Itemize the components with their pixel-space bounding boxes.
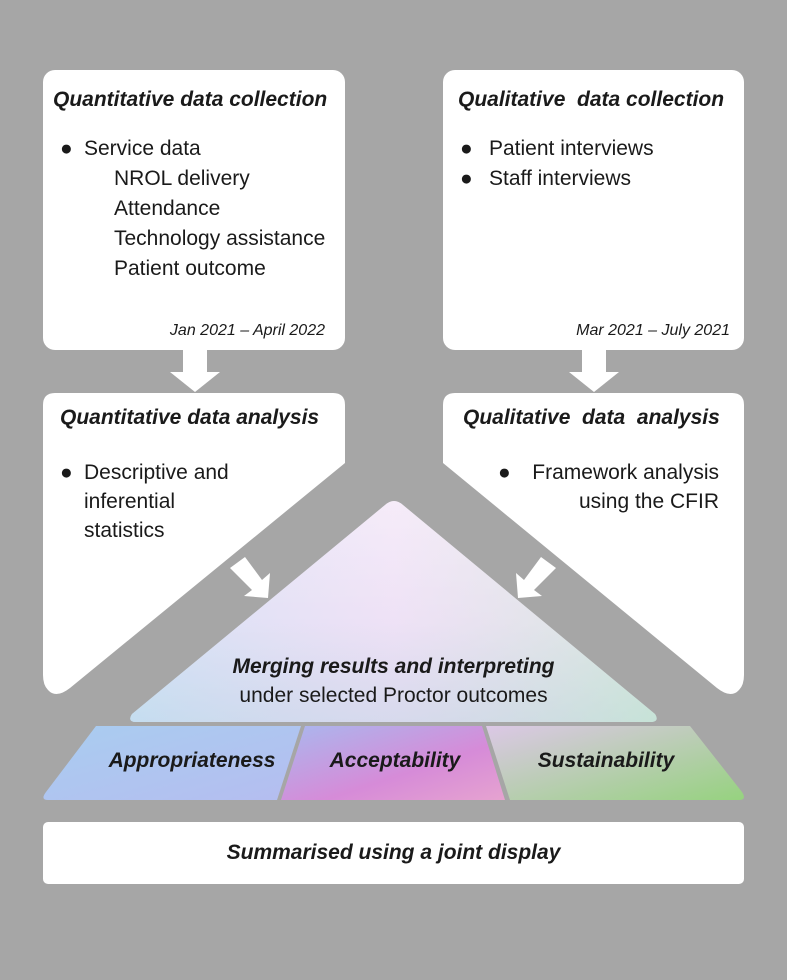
quant-collection-dates: Jan 2021 – April 2022 (169, 322, 325, 339)
quant-collection-title: Quantitative data collection (53, 88, 328, 111)
quant-analysis-shape (43, 393, 345, 695)
outcome-label-appropriateness: Appropriateness (108, 749, 276, 772)
qual-collection-dates: Mar 2021 – July 2021 (576, 322, 730, 339)
bullet-dot: ● (498, 461, 511, 484)
outcome-label-acceptability: Acceptability (329, 749, 461, 772)
summary-text: Summarised using a joint display (226, 841, 561, 864)
quant-collection-bullet: Service data (84, 137, 201, 160)
qual-collection-bullet: Patient interviews (489, 137, 654, 160)
diag-arrow-left (230, 557, 270, 598)
qual-analysis-shape (443, 393, 744, 695)
quant-collection-box (43, 70, 345, 350)
quant-subitem: NROL delivery (114, 167, 250, 190)
quant-analysis-line: Descriptive and (84, 461, 229, 484)
merge-subtitle: under selected Proctor outcomes (239, 684, 548, 707)
diag-arrow-right (516, 557, 556, 598)
merge-triangle-tint (130, 501, 657, 722)
outcome-appropriateness (43, 726, 302, 800)
quant-analysis-title: Quantitative data analysis (60, 406, 320, 429)
bullet-dot: ● (460, 137, 473, 160)
quant-analysis-line: inferential (84, 490, 176, 513)
qual-collection-title: Qualitative data collection (458, 88, 725, 111)
bullet-dot: ● (60, 461, 73, 484)
quant-analysis-line: statistics (84, 519, 165, 542)
qual-analysis-line: Framework analysis (532, 461, 719, 484)
down-arrow-right (569, 350, 619, 392)
merge-title: Merging results and interpreting (232, 655, 555, 678)
qual-analysis-line: using the CFIR (578, 490, 719, 513)
quant-subitem: Technology assistance (114, 227, 326, 250)
qual-analysis-title: Qualitative data analysis (463, 406, 720, 429)
quant-subitem: Attendance (114, 197, 221, 220)
outcome-acceptability (281, 726, 505, 800)
bullet-dot: ● (60, 137, 73, 160)
bullet-dot: ● (460, 167, 473, 190)
quant-subitem: Patient outcome (114, 257, 266, 280)
outcome-sustainability (486, 726, 744, 800)
qual-collection-bullet: Staff interviews (489, 167, 632, 190)
outcome-label-sustainability: Sustainability (537, 749, 675, 772)
summary-box (43, 822, 744, 884)
down-arrow-left (170, 350, 220, 392)
qual-collection-box (443, 70, 744, 350)
